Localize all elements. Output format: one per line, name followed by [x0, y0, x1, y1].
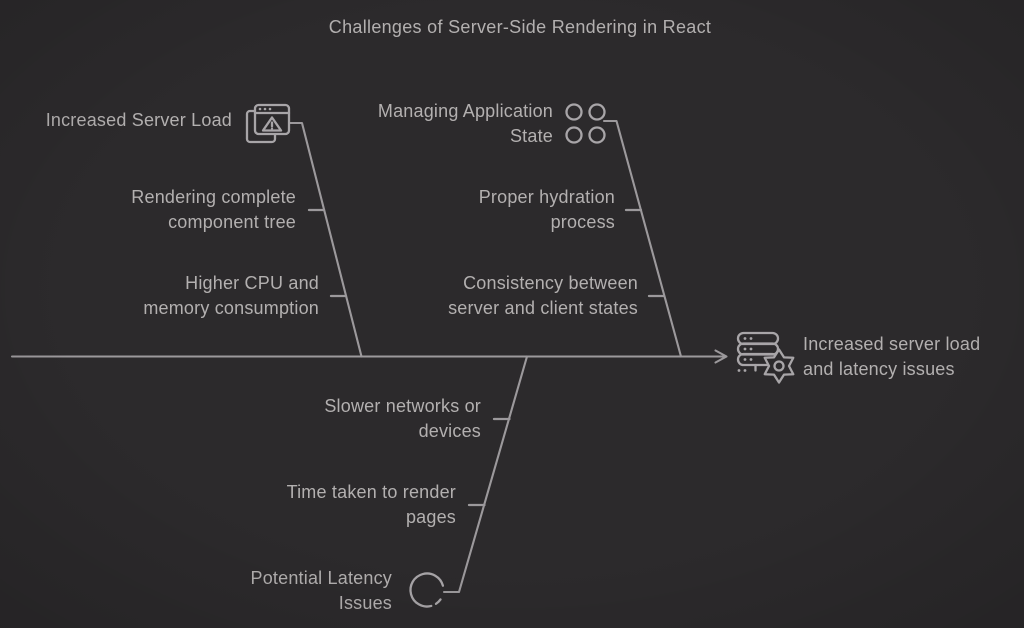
cause-label-higher-cpu: Higher CPU and memory consumption [143, 271, 319, 321]
arrow-head [714, 349, 728, 364]
cause-label-consistency: Consistency between server and client st… [448, 271, 638, 321]
cause-label-time-taken: Time taken to render pages [287, 480, 456, 530]
branch-line-managing-application-state [602, 119, 683, 358]
branch-label-line: Increased Server Load [45, 110, 232, 130]
cause-line: Proper hydration [478, 187, 615, 207]
branch-label-line: Potential Latency [250, 568, 392, 588]
cause-line: Rendering complete [131, 187, 296, 207]
cause-line: memory consumption [143, 298, 319, 318]
branch-label-potential-latency-issues: Potential Latency Issues [251, 566, 393, 616]
cause-line: devices [418, 421, 481, 441]
cause-line: Consistency between [463, 273, 638, 293]
cause-line: process [550, 212, 615, 232]
branch-label-line: Issues [338, 593, 392, 613]
cause-label-proper-hydration: Proper hydration process [479, 185, 615, 235]
effect-line: Increased server load [803, 334, 981, 354]
cause-label-slower-networks: Slower networks or devices [324, 394, 481, 444]
diagram-title: Challenges of Server-Side Rendering in R… [328, 17, 712, 37]
branch-line-potential-latency-issues [442, 355, 529, 594]
branch-label-line: Managing Application [377, 101, 553, 121]
cause-line: server and client states [448, 298, 638, 318]
server-gear-icon [736, 331, 795, 384]
branch-line-increased-server-load [287, 121, 363, 358]
cause-line: Higher CPU and [185, 273, 319, 293]
cause-label-rendering-complete: Rendering complete component tree [131, 185, 296, 235]
branch-label-line: State [509, 126, 553, 146]
effect-label: Increased server load and latency issues [803, 332, 980, 382]
effect-line: and latency issues [803, 359, 955, 379]
state-circles-icon [565, 103, 606, 144]
branch-label-managing-application-state: Managing Application State [378, 99, 553, 149]
latency-circle-icon [409, 572, 445, 608]
browser-warning-icon [245, 103, 291, 144]
cause-line: pages [405, 507, 456, 527]
branch-label-increased-server-load: Increased Server Load [46, 108, 232, 133]
cause-line: component tree [168, 212, 296, 232]
cause-line: Time taken to render [286, 482, 456, 502]
cause-line: Slower networks or [324, 396, 481, 416]
